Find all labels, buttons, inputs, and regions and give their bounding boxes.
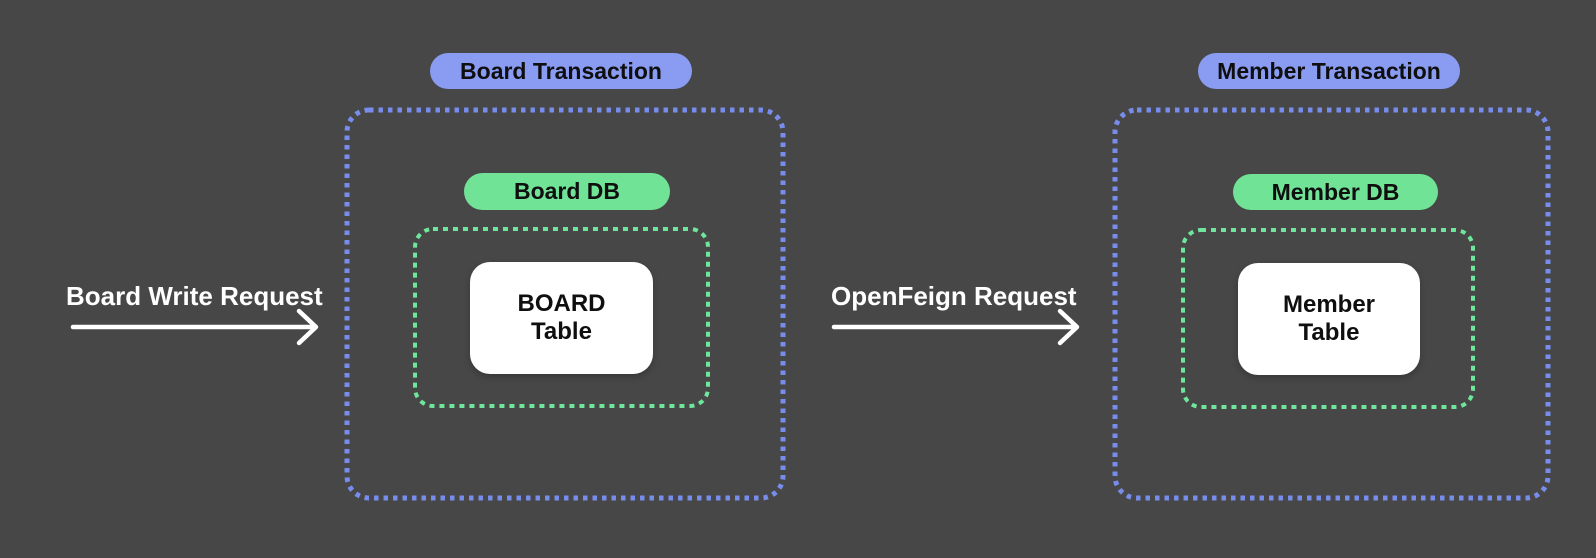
member-table-label-line1: Member <box>1282 291 1376 318</box>
member-table-node: Member Table <box>1238 263 1420 375</box>
member-db-boundary <box>1181 228 1475 409</box>
board-db-boundary <box>413 227 710 408</box>
board-table-label-line2: Table <box>531 318 592 345</box>
member-db-pill: Member DB <box>1233 174 1438 210</box>
board-transaction-boundary <box>344 107 786 501</box>
board-table-node: BOARD Table <box>470 262 653 374</box>
openfeign-request-label: OpenFeign Request <box>831 281 1077 311</box>
openfeign-request-arrow-icon <box>831 308 1080 346</box>
board-transaction-pill: Board Transaction <box>430 53 692 89</box>
board-db-pill: Board DB <box>464 173 670 210</box>
member-transaction-boundary <box>1112 107 1551 501</box>
member-table-label-line2: Table <box>1298 319 1360 346</box>
board-table-label-line1: BOARD <box>517 290 606 317</box>
board-write-request-arrow-icon <box>70 308 319 346</box>
member-transaction-pill: Member Transaction <box>1198 53 1460 89</box>
board-write-request-label: Board Write Request <box>66 281 323 311</box>
